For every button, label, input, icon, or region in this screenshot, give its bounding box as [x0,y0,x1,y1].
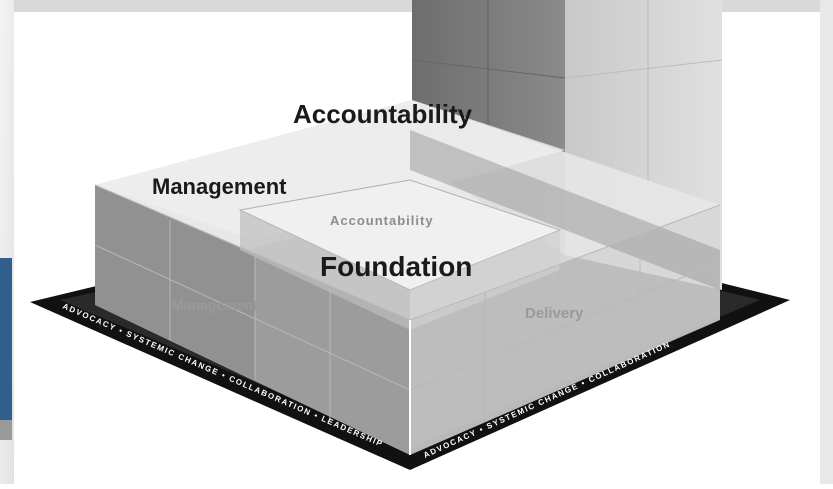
column-line [564,59,723,79]
accountability-ghost-label: Accountability [330,213,434,228]
right-strip [820,0,833,484]
side-accent-bar-bottom [0,420,12,440]
platform-right-face [410,205,720,455]
foundation-right-face [410,230,560,330]
foundation-label: Foundation [320,251,472,282]
foundation-left-face [240,210,410,330]
management-label: Management [152,174,287,199]
ghost-band [410,130,720,290]
grid-lines [94,184,721,420]
platform-top-rear [95,100,565,240]
delivery-label: Delivery [525,305,584,322]
accountability-label: Accountability [293,99,473,129]
side-accent-bar [0,258,12,420]
management-ghost-label: Management [172,297,258,313]
column-line [411,59,566,79]
platform-left-shade [95,185,255,380]
